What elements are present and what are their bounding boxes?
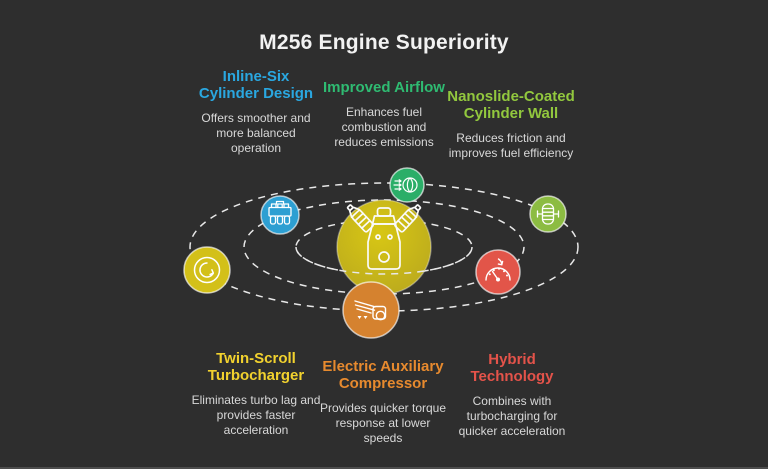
orbit-ring-outer bbox=[189, 182, 579, 312]
satellite-coated-cylinder bbox=[529, 195, 567, 233]
feature-description: Reduces friction and improves fuel effic… bbox=[448, 131, 574, 160]
feature-description: Enhances fuel combustion and reduces emi… bbox=[334, 105, 434, 149]
feature-description: Combines with turbocharging for quicker … bbox=[458, 394, 566, 438]
v-engine-icon bbox=[346, 204, 422, 270]
feature-heading: Nanoslide-Coated Cylinder Wall bbox=[447, 88, 575, 122]
feature-description: Offers smoother and more balanced operat… bbox=[201, 111, 311, 155]
bottom-edge-divider bbox=[0, 467, 768, 469]
feature-description: Eliminates turbo lag and provides faster… bbox=[191, 393, 321, 437]
satellite-airflow bbox=[389, 167, 425, 203]
hybrid-gauge-icon bbox=[485, 258, 511, 282]
satellite-circle bbox=[529, 195, 567, 233]
electric-compressor-icon bbox=[354, 300, 387, 321]
feature-inline-six: Inline-Six Cylinder Design Offers smooth… bbox=[171, 68, 341, 156]
satellite-electric-compressor bbox=[342, 281, 400, 339]
orbit-ring-inner-front-arc bbox=[295, 246, 473, 275]
feature-description: Provides quicker torque response at lowe… bbox=[319, 401, 447, 445]
feature-twin-scroll: Twin-Scroll Turbocharger Eliminates turb… bbox=[161, 350, 351, 438]
feature-hybrid: Hybrid Technology Combines with turbocha… bbox=[417, 351, 607, 439]
satellite-circle bbox=[183, 246, 231, 294]
feature-heading: Twin-Scroll Turbocharger bbox=[207, 350, 305, 384]
satellite-inline-six bbox=[260, 195, 300, 235]
page-title: M256 Engine Superiority bbox=[259, 31, 509, 54]
satellite-circle bbox=[475, 249, 521, 295]
satellite-circle bbox=[260, 195, 300, 235]
feature-nanoslide: Nanoslide-Coated Cylinder Wall Reduces f… bbox=[416, 88, 606, 161]
feature-heading: Improved Airflow bbox=[323, 79, 445, 96]
feature-heading: Hybrid Technology bbox=[470, 351, 554, 385]
coated-cylinder-icon bbox=[536, 203, 560, 225]
inline-six-engine-icon bbox=[268, 200, 292, 225]
feature-heading: Electric Auxiliary Compressor bbox=[322, 358, 444, 392]
satellite-circle bbox=[342, 281, 400, 339]
feature-heading: Inline-Six Cylinder Design bbox=[198, 68, 314, 102]
feature-electric-compressor: Electric Auxiliary Compressor Provides q… bbox=[288, 358, 478, 446]
satellite-hybrid bbox=[475, 249, 521, 295]
feature-improved-airflow: Improved Airflow Enhances fuel combustio… bbox=[294, 79, 474, 150]
turbo-scroll-icon bbox=[193, 256, 221, 284]
airflow-fan-icon bbox=[393, 177, 418, 193]
satellite-twin-scroll bbox=[183, 246, 231, 294]
